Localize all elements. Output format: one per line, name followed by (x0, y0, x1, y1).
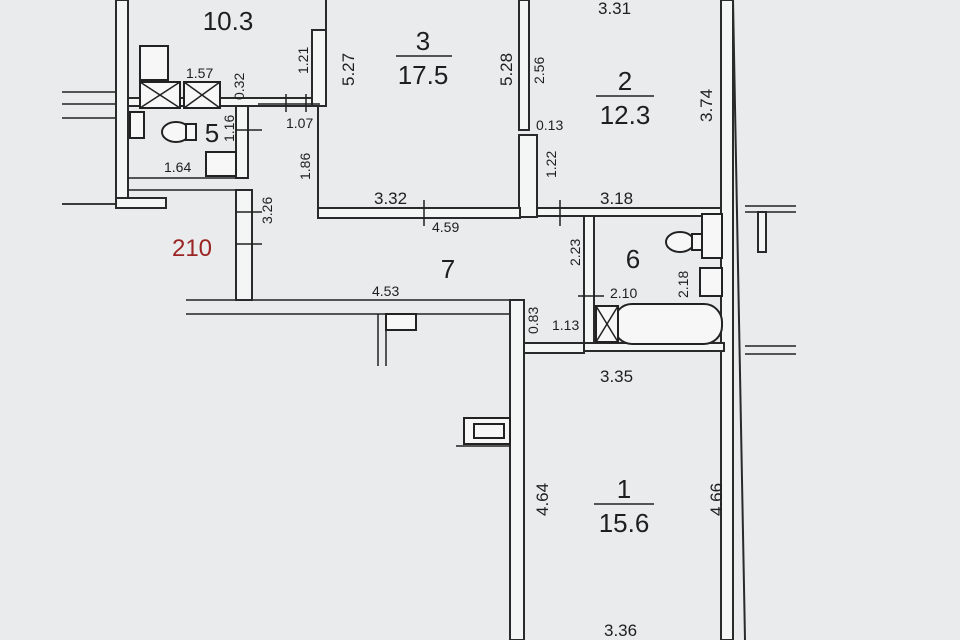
dim-label: 3.31 (598, 0, 631, 18)
sink-icon (139, 45, 169, 81)
bathtub-icon (613, 303, 723, 345)
room-2-area: 12.3 (600, 100, 651, 130)
room-labels: 10.3 3 17.5 2 12.3 5 6 7 1 15.6 210 (172, 6, 654, 538)
dim-label: 1.13 (552, 317, 579, 333)
dim-label: 3.36 (604, 621, 637, 640)
toilet-icon (665, 231, 695, 253)
room-7-number: 7 (441, 254, 455, 284)
room-3-number: 3 (416, 26, 430, 56)
dim-label: 1.57 (186, 65, 213, 81)
dim-label: 2.18 (675, 271, 691, 298)
room-2-number: 2 (618, 66, 632, 96)
room-1-area: 15.6 (599, 508, 650, 538)
sink-icon (701, 213, 723, 259)
dim-label: 1.64 (164, 159, 191, 175)
dim-label: 4.59 (432, 219, 459, 235)
dim-label: 1.22 (543, 151, 559, 178)
dim-label: 0.13 (536, 117, 563, 133)
bathroom-5-fixtures (129, 111, 237, 177)
dim-label: 4.64 (533, 483, 552, 516)
dim-label: 3.35 (600, 367, 633, 386)
dim-label: 1.86 (297, 153, 313, 180)
room-4-area: 10.3 (203, 6, 254, 36)
dim-label: 3.32 (374, 189, 407, 208)
dim-label: 2.10 (610, 285, 637, 301)
dimension-ticks (236, 94, 604, 297)
room-5-number: 5 (205, 118, 219, 148)
dim-label: 3.74 (697, 89, 716, 122)
dim-label: 1.07 (286, 115, 313, 131)
dimension-labels: 3.31 5.27 5.28 2.56 3.74 1.21 1.57 0.32 … (164, 0, 726, 640)
room-3-area: 17.5 (398, 60, 449, 90)
dim-label: 2.56 (531, 57, 547, 84)
dim-label: 0.83 (525, 307, 541, 334)
dim-label: 4.53 (372, 283, 399, 299)
dim-label: 3.18 (600, 189, 633, 208)
sink-icon (205, 151, 237, 177)
bathroom-6-fixtures (595, 213, 723, 345)
dim-label: 2.23 (567, 239, 583, 266)
dim-label: 3.26 (259, 197, 275, 224)
room-6-number: 6 (626, 244, 640, 274)
room-1-number: 1 (617, 474, 631, 504)
dim-label: 4.66 (707, 483, 726, 516)
dim-label: 0.32 (231, 73, 247, 100)
dim-label: 1.16 (221, 115, 237, 142)
stair-code-label: 210 (172, 235, 212, 262)
dim-label: 5.27 (339, 53, 358, 86)
kitchen-fixtures (139, 45, 221, 109)
dim-label: 1.21 (295, 47, 311, 74)
dim-label: 5.28 (497, 53, 516, 86)
walls (62, 0, 796, 640)
